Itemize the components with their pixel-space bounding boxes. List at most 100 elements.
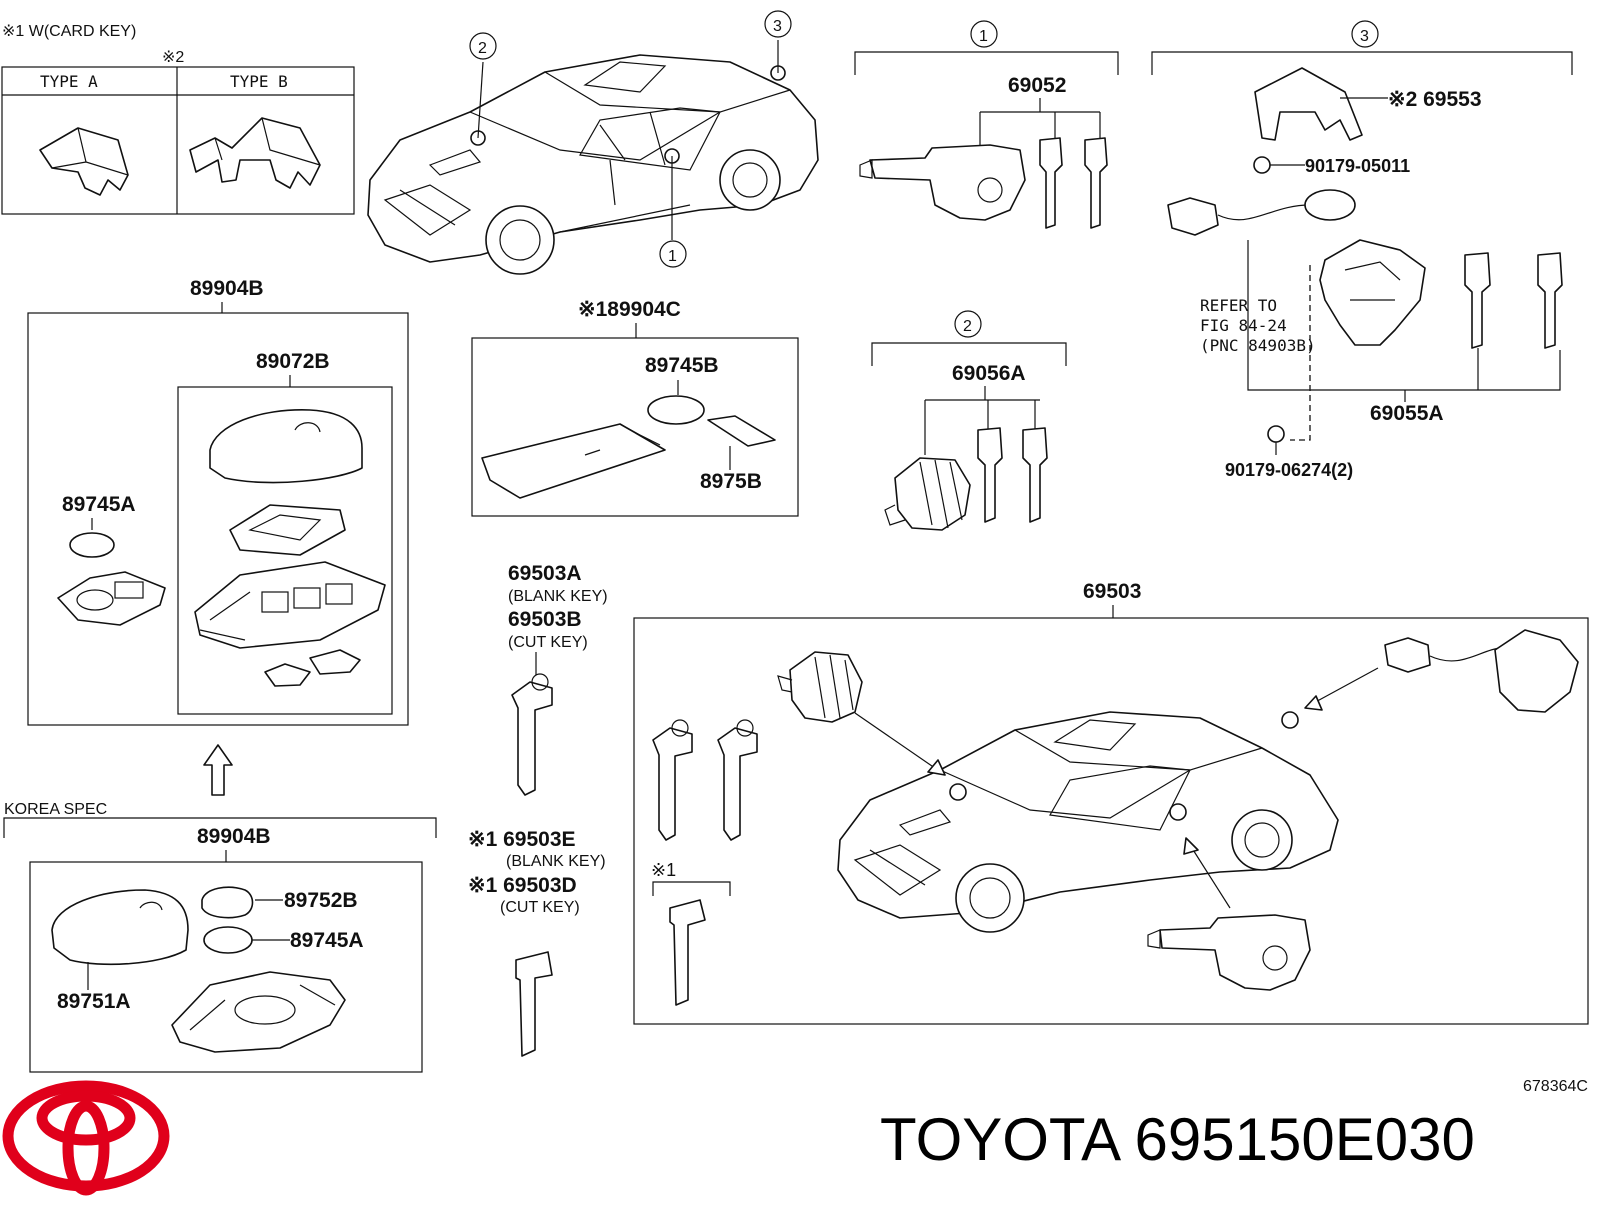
part-69055A-label: 69055A [1370,402,1444,425]
connector-harness [1167,197,1219,236]
card-key-note: ※1 W(CARD KEY) [2,23,136,40]
part-69503B-label: 69503B [508,608,582,631]
up-arrow [203,744,233,796]
svg-text:2: 2 [478,40,487,57]
part-69052-label: 69052 [1008,74,1066,97]
key-69056A-a [977,427,1003,523]
card-key-body [481,423,666,499]
group-69052: 1 69052 [854,20,1119,229]
door-cylinder-69503 [789,651,863,723]
key-fob-cover-89751A [51,889,189,966]
part-90179-06274-label: 90179-06274(2) [1225,460,1353,480]
box-69503 [633,617,1589,1025]
cover-89752B [201,886,254,919]
blank-key-label-1: (BLANK KEY) [508,588,608,605]
battery-89745A-bottom [203,926,253,954]
group-89904C: ※189904C 89745B 8975B [471,298,799,517]
cover-69553 [1254,67,1363,141]
part-90179-05011-label: 90179-05011 [1305,156,1410,176]
card-key-type-table: ※1 W(CARD KEY) ※2 TYPE A TYPE B [1,23,355,215]
svg-text:1: 1 [668,248,677,265]
card-key-case-type-a [39,127,129,196]
type-table-frame [1,66,355,215]
box-89904B-top [27,312,409,726]
callout-1-top [659,240,687,268]
group-69503: 69503 [633,580,1589,1025]
key-fob-seal [57,571,166,626]
battery-89745A-left [69,532,115,558]
diagram-code: 678364C [1523,1078,1588,1095]
note-2-label: ※2 [162,49,184,66]
group-69553: 3 ※2 69553 90179-05011 REFER TO FIG 84-2… [1151,20,1573,480]
card-key-case-type-b [189,117,321,189]
mechanical-key-69503A [511,681,553,796]
box-89904C [471,337,799,517]
battery-89745B [647,395,705,425]
box-89072B [177,386,393,715]
callout-2-group [954,310,982,338]
ignition-cylinder-69503 [1159,914,1311,991]
cut-key-label-1: (CUT KEY) [508,634,588,651]
door-lock-cylinder-69056A [894,457,971,531]
ignition-cylinder-69052 [869,144,1026,221]
note-1-keys: ※1 [651,860,676,880]
key-69052-b [1084,137,1108,229]
callout-3-top [764,10,792,38]
cut-key-label-2: (CUT KEY) [500,899,580,916]
type-b-label: TYPE B [230,72,288,91]
part-8975B-label: 8975B [700,470,762,493]
key-in-box-b [717,727,758,841]
toyota-logo [2,1080,170,1196]
type-a-label: TYPE A [40,72,98,91]
part-89745A-bottom-label: 89745A [290,929,364,952]
part-89751A-label: 89751A [57,990,131,1013]
card-insert-key-in-box [669,899,706,1006]
box-89904B-bottom [29,861,423,1073]
refer-line-2: FIG 84-24 [1200,316,1287,335]
key-69055A-a [1464,252,1491,349]
part-89072B-label: 89072B [256,350,330,373]
group-69503A-B: 69503A (BLANK KEY) 69503B (CUT KEY) [508,562,608,796]
ignition-cylinder-69055A [1319,239,1426,346]
callout-3-group [1351,20,1379,48]
svg-text:2: 2 [963,318,972,335]
callout-2-top [469,32,497,60]
car-illustration-top: 2 3 1 [367,10,819,275]
part-69503E-label: ※1 69503E [468,828,576,851]
part-69503A-label: 69503A [508,562,582,585]
group-89904B-top: 89904B 89072B 89745A [27,277,409,726]
refer-line-1: REFER TO [1200,296,1277,315]
callout-1-group [970,20,998,48]
part-69056A-label: 69056A [952,362,1026,385]
card-insert-key-69503E [515,951,553,1057]
part-69553-label: ※2 69553 [1388,88,1482,111]
svg-text:1: 1 [979,28,988,45]
refer-line-3: (PNC 84903B) [1200,336,1316,355]
key-69052-a [1039,137,1063,229]
part-69503-label: 69503 [1083,580,1141,603]
ignition-assembly-69503 [1494,629,1579,713]
group-69056A: 2 69056A [871,310,1067,531]
part-89904B-top-label: 89904B [190,277,264,300]
svg-text:3: 3 [1360,28,1369,45]
part-89752B-label: 89752B [284,889,358,912]
part-89745B-label: 89745B [645,354,719,377]
korea-spec-label: KOREA SPEC [4,801,107,818]
key-69055A-b [1537,252,1563,349]
key-fob-cover-89072B [209,409,363,484]
brand-caption: TOYOTA 695150E030 [880,1106,1475,1173]
svg-text:3: 3 [773,18,782,35]
part-89904B-bottom-label: 89904B [197,825,271,848]
screw-90179-06274 [1267,425,1285,443]
part-69503D-label: ※1 69503D [468,874,577,897]
key-fob-base-korea [171,971,346,1053]
screw-90179-05011 [1253,156,1271,174]
key-in-box-a [652,727,693,841]
key-69056A-b [1022,427,1048,523]
part-89904C-label: ※189904C [578,298,681,321]
part-89745A-left-label: 89745A [62,493,136,516]
blank-key-label-2: (BLANK KEY) [506,853,606,870]
group-69503E-D: ※1 69503E (BLANK KEY) ※1 69503D (CUT KEY… [468,828,606,1057]
